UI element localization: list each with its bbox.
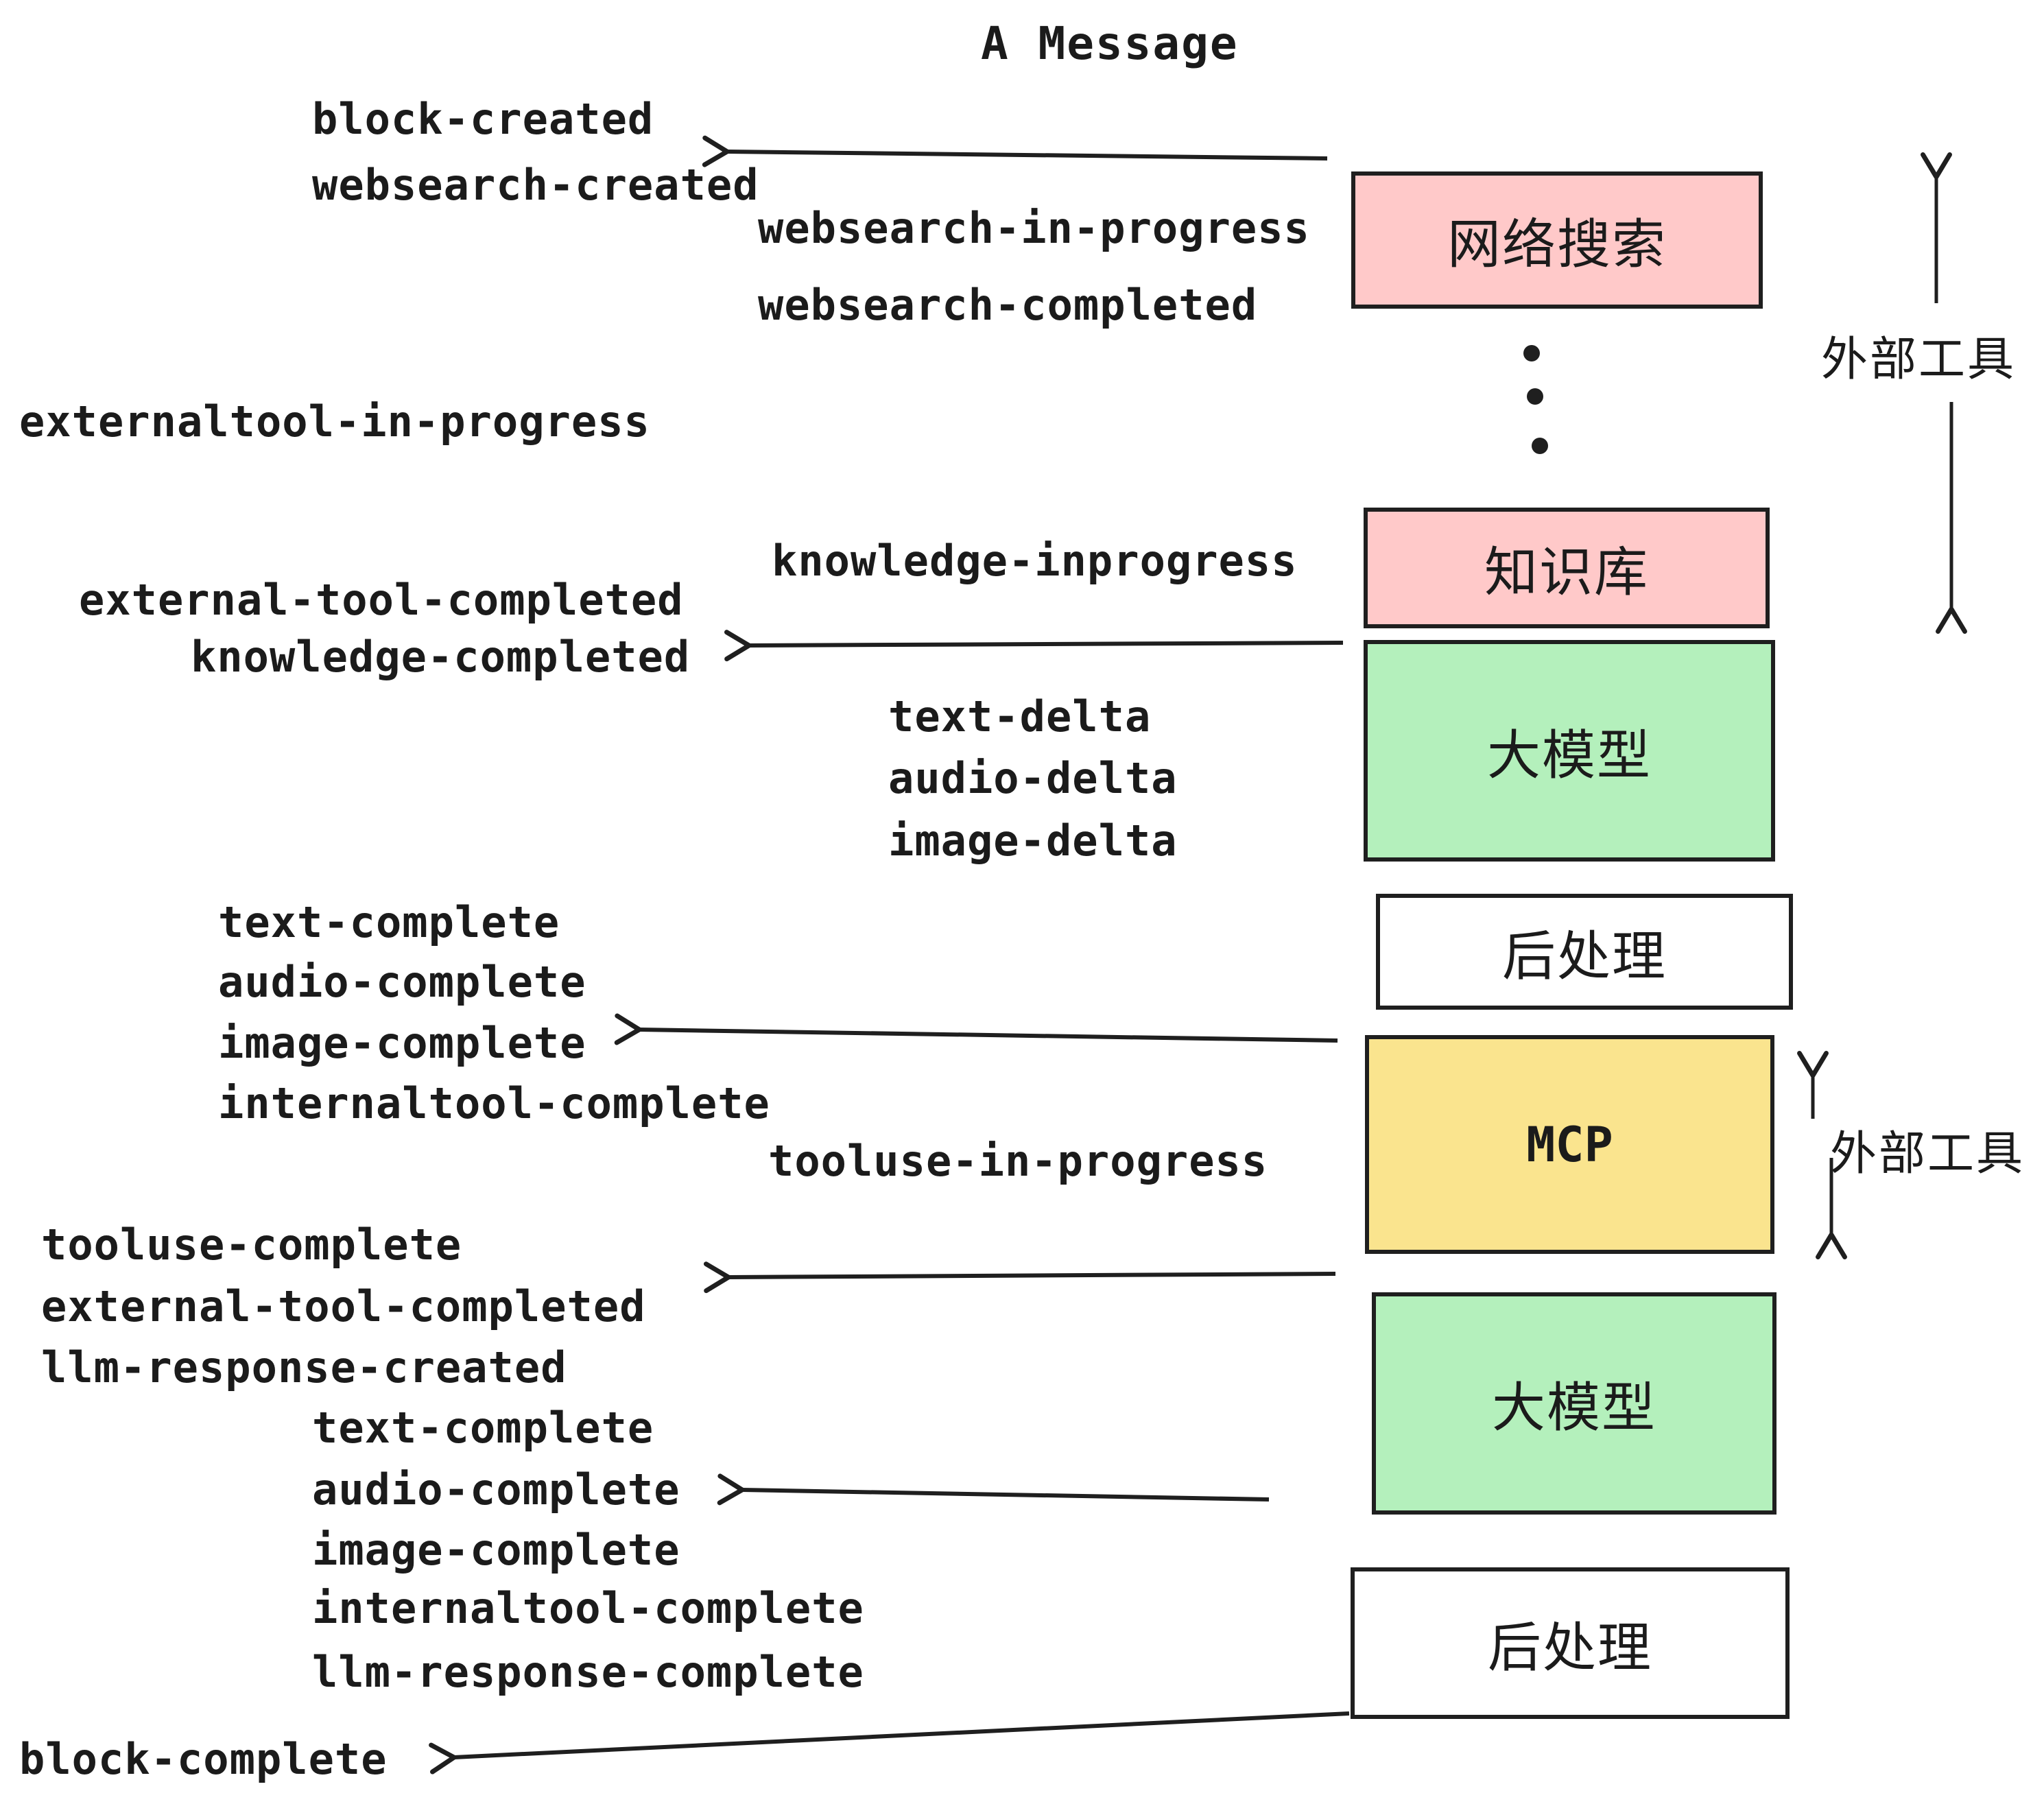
event-knowledge-inprogress: knowledge-inprogress bbox=[772, 536, 1298, 586]
arrow-image-complete bbox=[614, 1013, 1338, 1045]
postprocess-box-2: 后处理 bbox=[1351, 1567, 1790, 1719]
event-websearch-in-progress: websearch-in-progress bbox=[758, 203, 1310, 253]
event-audio-delta: audio-delta bbox=[888, 753, 1178, 803]
event-websearch-completed: websearch-completed bbox=[758, 280, 1258, 330]
event-tooluse-complete: tooluse-complete bbox=[41, 1220, 462, 1270]
event-block-created: block-created bbox=[312, 94, 654, 144]
arrow-tooluse-complete bbox=[703, 1261, 1336, 1294]
arrow-block-complete bbox=[429, 1711, 1350, 1775]
event-block-complete: block-complete bbox=[19, 1734, 388, 1784]
knowledge-box-label: 知识库 bbox=[1484, 542, 1649, 602]
page-title: A Message bbox=[981, 17, 1239, 70]
postprocess-box-2-label: 后处理 bbox=[1487, 1617, 1652, 1678]
llm-box-2: 大模型 bbox=[1372, 1292, 1776, 1515]
mcp-box: MCP bbox=[1365, 1035, 1774, 1254]
vertical-ellipsis-icon bbox=[1523, 345, 1548, 454]
event-tooluse-in-progress: tooluse-in-progress bbox=[768, 1136, 1268, 1186]
websearch-box: 网络搜索 bbox=[1351, 171, 1763, 309]
event-text-complete: text-complete bbox=[218, 897, 560, 947]
event-image-delta: image-delta bbox=[888, 816, 1178, 866]
mcp-box-label: MCP bbox=[1526, 1116, 1613, 1173]
event-image-complete: image-complete bbox=[218, 1018, 586, 1068]
arrow-websearch-created bbox=[702, 135, 1328, 167]
event-text-delta: text-delta bbox=[888, 691, 1152, 741]
arrow-knowledge-completed bbox=[724, 630, 1344, 662]
event-internaltool-complete: internaltool-complete bbox=[218, 1078, 770, 1128]
llm-box-1-label: 大模型 bbox=[1486, 724, 1652, 785]
llm-box-2-label: 大模型 bbox=[1491, 1377, 1656, 1438]
event-llm-response-created: llm-response-created bbox=[41, 1342, 567, 1392]
event-external-tool-completed-2: external-tool-completed bbox=[41, 1281, 646, 1331]
postprocess-box-1-label: 后处理 bbox=[1501, 925, 1667, 986]
event-externaltool-in-progress: externaltool-in-progress bbox=[19, 396, 650, 447]
event-websearch-created: websearch-created bbox=[312, 160, 759, 210]
event-knowledge-completed: knowledge-completed bbox=[191, 632, 691, 682]
external-tools-label-top: 外部工具 bbox=[1821, 333, 2017, 385]
external-tools-label-mid: 外部工具 bbox=[1830, 1128, 2025, 1180]
postprocess-box-1: 后处理 bbox=[1376, 894, 1793, 1010]
event-internaltool-complete-2: internaltool-complete bbox=[312, 1583, 864, 1633]
knowledge-box: 知识库 bbox=[1364, 508, 1770, 628]
websearch-box-label: 网络搜索 bbox=[1447, 214, 1667, 274]
event-external-tool-completed: external-tool-completed bbox=[79, 575, 684, 625]
arrow-audio-complete bbox=[717, 1473, 1270, 1506]
event-text-complete-2: text-complete bbox=[312, 1403, 654, 1453]
event-image-complete-2: image-complete bbox=[312, 1525, 680, 1575]
event-audio-complete-2: audio-complete bbox=[312, 1464, 680, 1515]
llm-box-1: 大模型 bbox=[1364, 640, 1775, 862]
event-audio-complete: audio-complete bbox=[218, 957, 586, 1007]
event-llm-response-complete: llm-response-complete bbox=[312, 1647, 864, 1697]
